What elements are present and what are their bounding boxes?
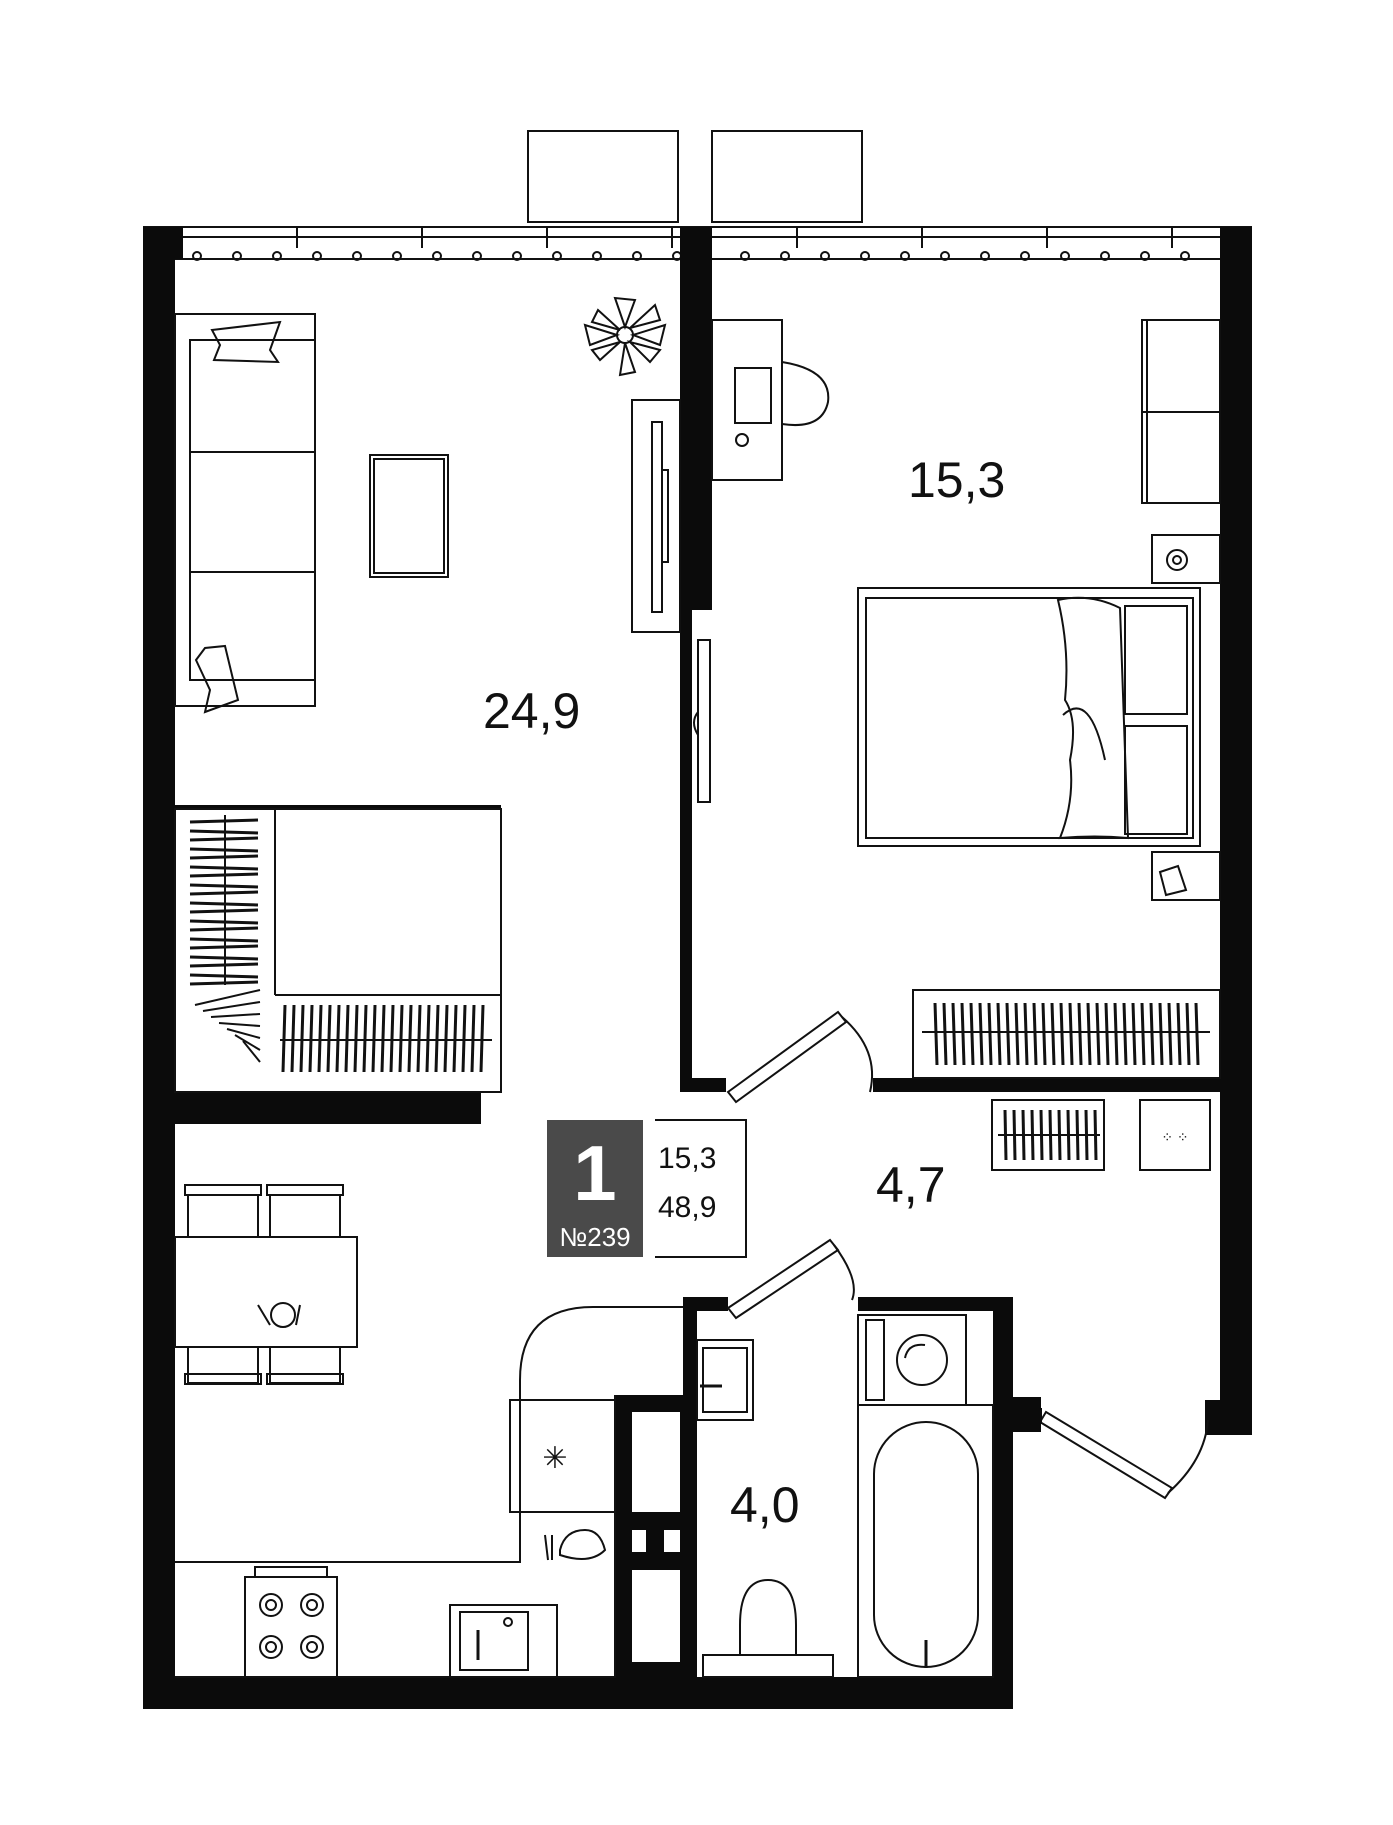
room-labels: 24,9 15,3 4,7 4,0 [483,452,1005,1533]
living-room-area: 24,9 [483,683,580,739]
bathroom-fixtures [696,1314,994,1678]
badge-background [547,1120,643,1257]
bathroom-area: 4,0 [730,1477,800,1533]
badge-rooms-count: 1 [573,1129,616,1217]
kitchen-furniture: ✳ [174,1184,683,1678]
balcony-units [527,130,863,223]
bedroom-area: 15,3 [908,452,1005,508]
hallway-area: 4,7 [876,1157,946,1213]
plant-icon [583,296,667,377]
bedroom-furniture [693,319,1221,1079]
living-room-furniture [174,296,681,1093]
svg-text:⁘ ⁘: ⁘ ⁘ [1161,1129,1188,1145]
doors [726,1010,1209,1500]
walls [143,227,1252,1709]
badge-living-area: 15,3 [658,1142,716,1175]
svg-text:✳: ✳ [542,1442,567,1475]
badge-total-area: 48,9 [658,1191,716,1224]
apartment-badge: 1 №239 15,3 48,9 [547,1119,747,1258]
hallway-furniture: ⁘ ⁘ [991,1099,1211,1171]
badge-apartment-number: №239 [559,1222,630,1252]
